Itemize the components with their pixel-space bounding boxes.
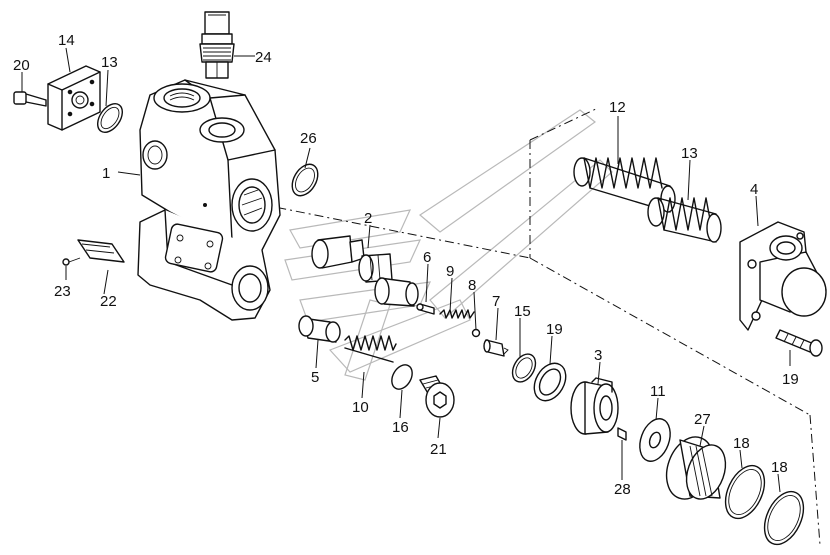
part-13-washer bbox=[639, 418, 671, 462]
part-3-cap bbox=[570, 377, 619, 435]
label-15: 15 bbox=[514, 303, 531, 320]
label-16: 16 bbox=[392, 419, 409, 436]
part-27-nut bbox=[665, 436, 727, 500]
part-25-relief-plug bbox=[199, 11, 235, 79]
label-25: 24 bbox=[255, 49, 272, 66]
label-1: 1 bbox=[102, 165, 110, 182]
part-23-name-plate bbox=[77, 239, 125, 263]
part-14-flange-plate bbox=[47, 65, 101, 131]
label-28: 28 bbox=[614, 481, 631, 498]
part-18-o-ring-a bbox=[724, 464, 766, 520]
part-10-spring bbox=[344, 335, 397, 363]
label-23: 22 bbox=[100, 293, 117, 310]
part-20-bolt bbox=[775, 329, 823, 357]
part-labels: 20 14 13 24 1 26 2 6 9 8 7 15 19 3 23 22… bbox=[13, 32, 799, 498]
label-14: 14 bbox=[58, 32, 75, 49]
label-17: 13 bbox=[101, 54, 118, 71]
label-4: 4 bbox=[750, 181, 758, 198]
leader-lines bbox=[21, 47, 791, 493]
part-5-sleeve bbox=[298, 315, 341, 343]
part-4-spring-cover bbox=[739, 221, 827, 331]
part-17-o-ring bbox=[96, 102, 124, 134]
label-21: 20 bbox=[13, 57, 30, 74]
part-12-spring bbox=[647, 197, 722, 243]
label-27: 27 bbox=[694, 411, 711, 428]
label-9: 9 bbox=[446, 263, 454, 280]
part-19-backup-ring bbox=[533, 362, 567, 402]
part-24-screw bbox=[62, 257, 81, 266]
part-28-pin bbox=[617, 427, 627, 441]
label-12: 13 bbox=[681, 145, 698, 162]
label-19: 19 bbox=[546, 321, 563, 338]
assembly-dashed-outline bbox=[239, 107, 821, 546]
part-26-o-ring bbox=[291, 163, 319, 197]
label-26: 26 bbox=[300, 130, 317, 147]
label-18-a: 18 bbox=[733, 435, 750, 452]
part-22-plug bbox=[419, 375, 455, 418]
label-3: 3 bbox=[594, 347, 602, 364]
label-10: 10 bbox=[352, 399, 369, 416]
part-6-pin bbox=[416, 303, 435, 315]
label-2: 2 bbox=[364, 210, 372, 227]
part-16-o-ring bbox=[391, 364, 413, 390]
label-7: 7 bbox=[492, 293, 500, 310]
part-1-valve-body bbox=[137, 79, 281, 321]
label-11: 12 bbox=[609, 99, 626, 116]
label-5: 5 bbox=[311, 369, 319, 386]
part-7-poppet bbox=[483, 339, 509, 357]
label-18-b: 18 bbox=[771, 459, 788, 476]
part-2-spool bbox=[311, 235, 419, 307]
label-8: 8 bbox=[468, 277, 476, 294]
label-22: 21 bbox=[430, 441, 447, 458]
label-13: 11 bbox=[650, 383, 666, 400]
label-24: 23 bbox=[54, 283, 71, 300]
part-8-ball bbox=[471, 328, 481, 338]
label-6: 6 bbox=[423, 249, 431, 266]
part-18-o-ring-b bbox=[763, 490, 805, 546]
label-20: 19 bbox=[782, 371, 799, 388]
part-21-bolt bbox=[13, 91, 47, 107]
part-15-o-ring bbox=[511, 353, 537, 383]
part-9-spring bbox=[439, 309, 475, 319]
